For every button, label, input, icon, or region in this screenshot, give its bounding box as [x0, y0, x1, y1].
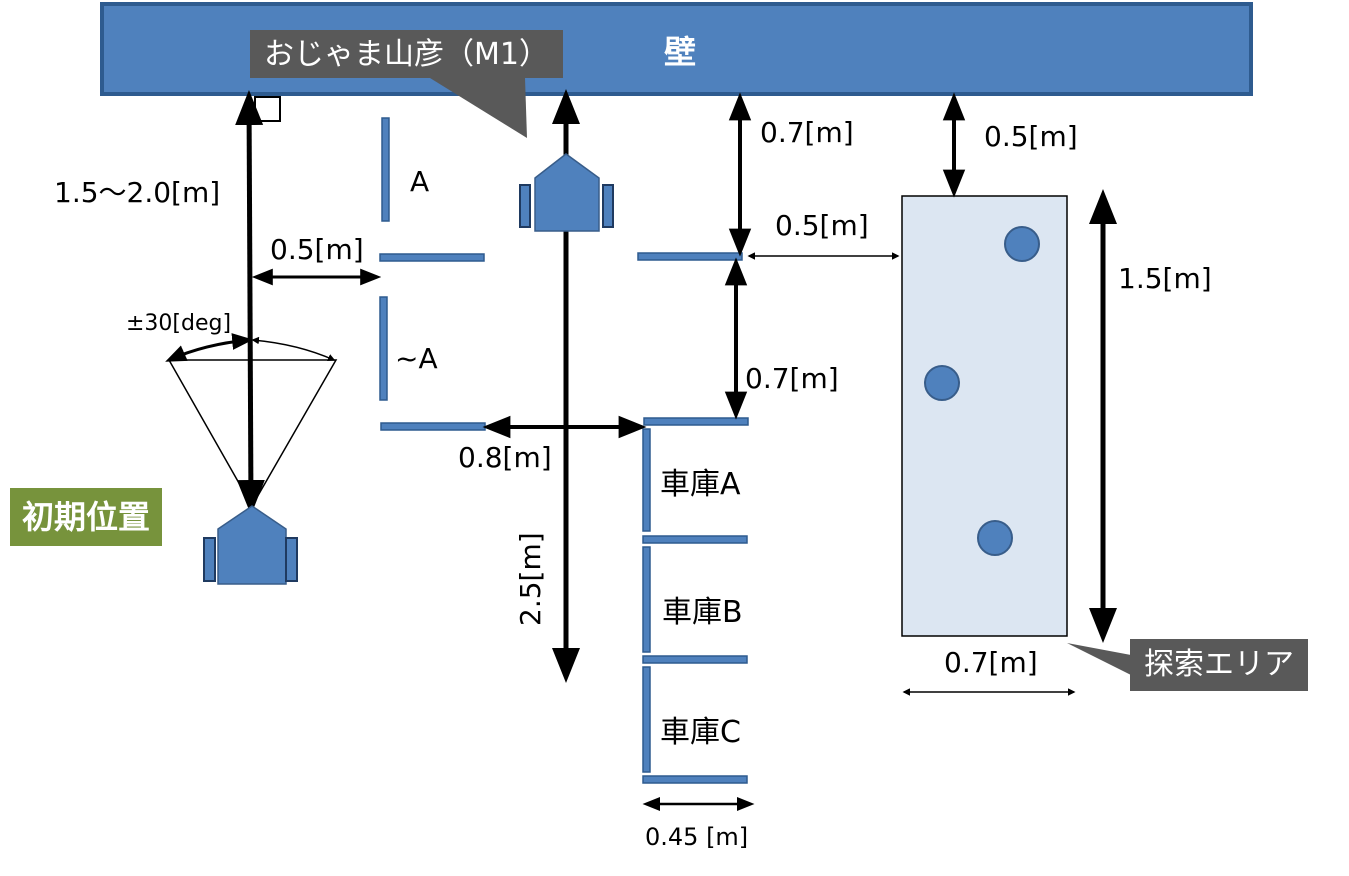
dim-start-to-wall: 1.5〜2.0[m] — [54, 176, 220, 209]
dim-obstacle-travel: 2.5[m] — [514, 532, 547, 626]
dim-area-height: 1.5[m] — [1118, 262, 1212, 295]
dim-gate-to-garage: 0.8[m] — [458, 441, 552, 474]
dim-wall-to-divider: 0.7[m] — [760, 116, 854, 149]
obstacle-robot — [519, 153, 614, 232]
start-to-wall-arrow — [235, 90, 265, 515]
gate-label-a: A — [410, 165, 429, 198]
dim-divider-to-area: 0.5[m] — [775, 209, 869, 242]
search-target — [977, 520, 1013, 556]
search-target — [1004, 226, 1040, 262]
dim-area-width: 0.7[m] — [944, 646, 1038, 679]
search-area-callout: 探索エリア — [1130, 639, 1308, 691]
gate-bars — [379, 117, 743, 431]
start-position-badge: 初期位置 — [10, 488, 163, 546]
robot-callout-tail — [430, 78, 527, 138]
wall-label: 壁 — [664, 33, 696, 71]
garage-label-a: 車庫A — [660, 467, 741, 502]
right-angle-mark — [254, 96, 281, 122]
dim-garage-width: 0.45 [m] — [645, 823, 748, 851]
dim-wall-to-area: 0.5[m] — [984, 120, 1078, 153]
robot-callout: おじゃま山彦（M1） — [250, 30, 563, 78]
dim-divider-to-garage: 0.7[m] — [745, 362, 839, 395]
start-robot — [203, 505, 298, 585]
dim-start-to-gate: 0.5[m] — [270, 233, 364, 266]
garage-label-c: 車庫C — [660, 715, 741, 750]
angle-arc-left — [165, 333, 254, 362]
search-target — [924, 365, 960, 401]
garage-label-b: 車庫B — [662, 595, 743, 630]
search-area — [901, 195, 1068, 637]
dim-angle: ±30[deg] — [126, 311, 231, 336]
angle-arc-right — [251, 336, 336, 361]
gate-label-not-a: ~A — [395, 342, 438, 375]
search-callout-tail — [1067, 643, 1131, 675]
garage-bars — [642, 417, 749, 784]
